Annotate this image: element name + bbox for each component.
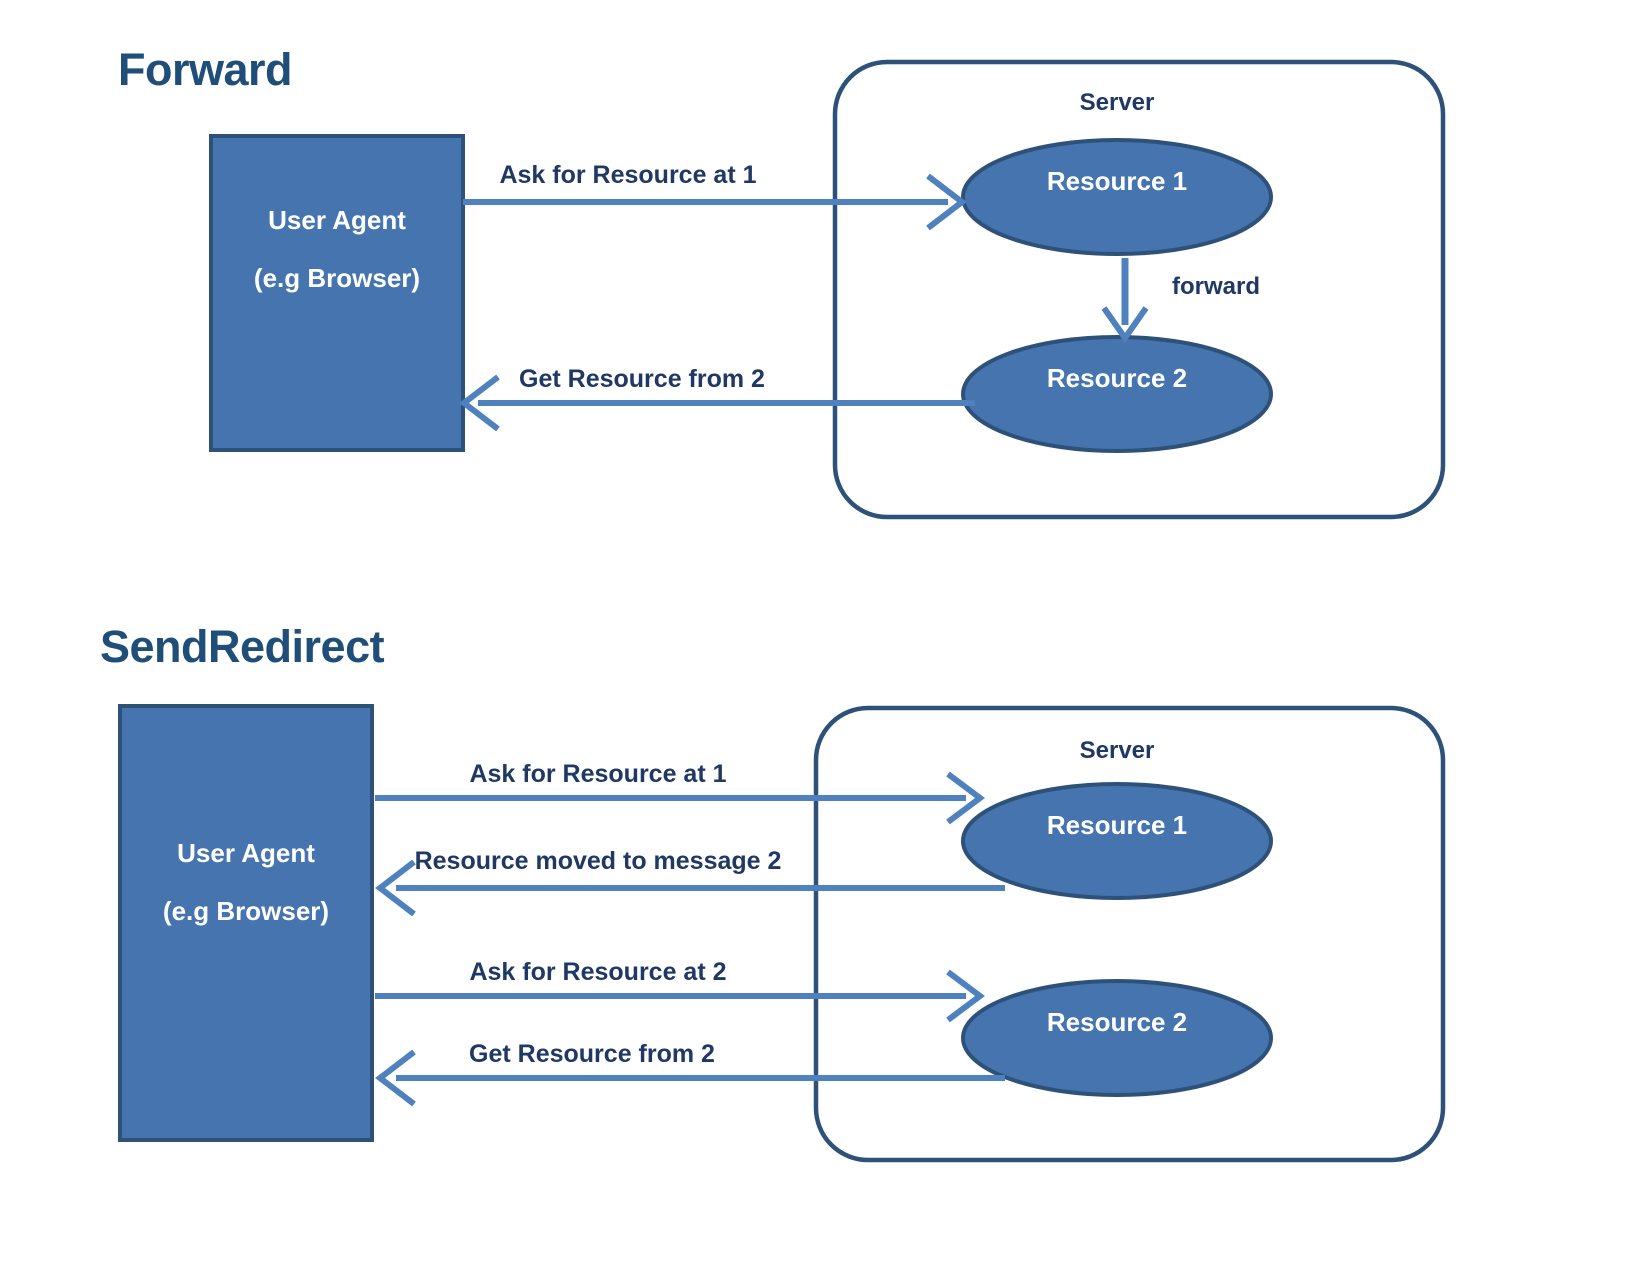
section-sendredirect: SendRedirect Server User Agent (e.g Brow… — [100, 621, 1446, 1163]
edge-ask-for-resource-at-1-forward: Ask for Resource at 1 — [463, 161, 967, 231]
section-title-forward: Forward — [118, 44, 292, 95]
user-agent-label-line2: (e.g Browser) — [254, 263, 420, 293]
server-container-forward — [832, 59, 1446, 520]
edge-label-ask-1: Ask for Resource at 1 — [499, 161, 756, 189]
resource-2-label: Resource 2 — [1047, 363, 1187, 393]
edge-resource-moved-to-message-2: Resource moved to message 2 — [375, 847, 1005, 917]
user-agent-label-line2-2: (e.g Browser) — [163, 896, 329, 926]
edge-label-moved-2: Resource moved to message 2 — [415, 847, 782, 875]
server-container-label: Server — [1080, 89, 1155, 116]
resource-1-ellipse-forward — [961, 138, 1273, 256]
edge-label-ask-2: Ask for Resource at 2 — [469, 958, 726, 986]
resource-1-ellipse-sendredirect — [961, 782, 1273, 900]
resource-1-label-2: Resource 1 — [1047, 810, 1187, 840]
edge-forward-internal: forward — [1101, 258, 1260, 344]
edge-label-get-from-2-2: Get Resource from 2 — [469, 1040, 715, 1068]
section-forward: Forward Server User Agent (e.g Browser) … — [118, 44, 1446, 520]
user-agent-box-sendredirect — [118, 704, 374, 1142]
section-title-sendredirect: SendRedirect — [100, 621, 385, 672]
user-agent-box-forward — [209, 134, 465, 452]
user-agent-label-line1-2: User Agent — [177, 838, 315, 868]
edge-label-ask-1-2: Ask for Resource at 1 — [469, 760, 726, 788]
edge-label-forward: forward — [1172, 273, 1260, 300]
edge-label-get-from-2: Get Resource from 2 — [519, 365, 765, 393]
user-agent-label-line1: User Agent — [268, 205, 406, 235]
server-container-label-2: Server — [1080, 737, 1155, 764]
server-container-sendredirect — [813, 705, 1446, 1163]
resource-1-label: Resource 1 — [1047, 166, 1187, 196]
edge-get-resource-from-2-forward: Get Resource from 2 — [459, 365, 975, 432]
resource-2-label-2: Resource 2 — [1047, 1007, 1187, 1037]
edge-get-resource-from-2-sendredirect: Get Resource from 2 — [375, 1040, 1005, 1107]
edge-ask-for-resource-at-1-sendredirect: Ask for Resource at 1 — [375, 760, 985, 825]
edge-ask-for-resource-at-2: Ask for Resource at 2 — [375, 958, 985, 1023]
resource-2-ellipse-sendredirect — [961, 979, 1273, 1097]
resource-2-ellipse-forward — [961, 335, 1273, 453]
